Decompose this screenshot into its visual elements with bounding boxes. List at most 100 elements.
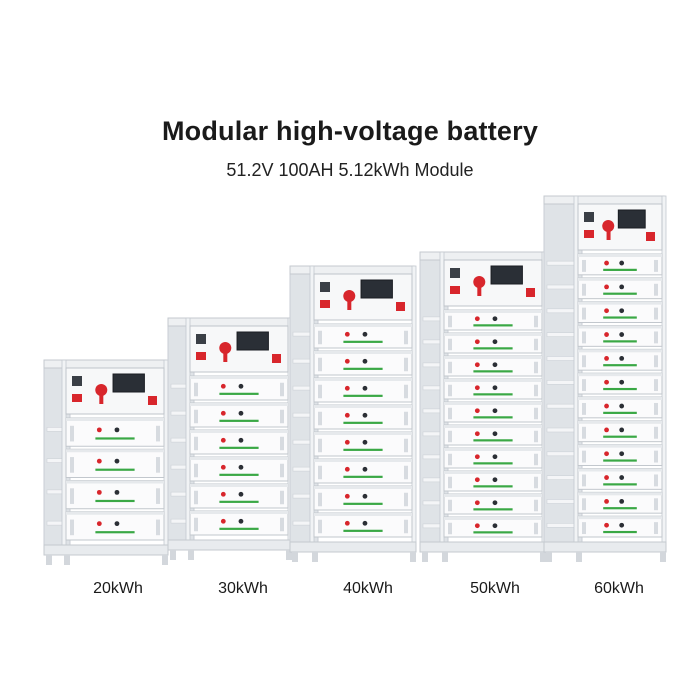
battery-module: [313, 512, 413, 538]
control-display: [360, 279, 393, 299]
module-handle: [280, 436, 284, 451]
module-handle: [448, 430, 452, 443]
battery-rack-20kwh: [43, 359, 169, 565]
gsl-energy-logo: [603, 364, 637, 367]
capacity-label-60kwh: 60kWh: [594, 580, 644, 597]
module-handle: [404, 357, 408, 372]
rack-rail: [546, 403, 579, 409]
page-subtitle: 51.2V 100AH 5.12kWh Module: [226, 160, 474, 180]
module-handle: [654, 474, 658, 487]
connector-port: [196, 334, 206, 344]
module-edge: [190, 430, 288, 433]
module-handle: [654, 402, 658, 415]
module-handle: [194, 463, 198, 478]
gsl-energy-logo: [219, 446, 259, 449]
module-handle: [654, 379, 658, 392]
battery-module: [189, 456, 289, 482]
battery-module: [189, 429, 289, 455]
rack-base: [419, 541, 547, 553]
module-handle: [582, 355, 586, 368]
rack-foot: [576, 552, 582, 562]
control-display: [236, 331, 269, 351]
module-terminal-negative: [362, 385, 368, 391]
module-handle: [404, 492, 408, 507]
module-terminal-negative: [114, 521, 120, 527]
module-edge: [190, 484, 288, 487]
battery-module: [65, 511, 165, 541]
rack-foot: [660, 552, 666, 562]
module-edge: [314, 513, 412, 516]
module-edge: [444, 402, 542, 405]
gsl-energy-logo: [603, 387, 637, 391]
module-terminal-positive: [604, 522, 609, 528]
battery-module: [313, 404, 413, 430]
module-terminal-negative: [619, 451, 625, 457]
gsl-energy-logo: [473, 485, 513, 488]
page-title: Modular high-voltage battery: [161, 116, 539, 146]
capacity-label-40kwh: 40kWh: [343, 580, 393, 597]
module-terminal-negative: [492, 362, 498, 368]
module-handle: [318, 465, 322, 480]
module-handle: [280, 517, 284, 532]
rack-foot: [46, 555, 52, 565]
battery-module: [65, 480, 165, 510]
gsl-energy-logo: [473, 324, 513, 327]
module-handle: [194, 490, 198, 505]
module-terminal-negative: [362, 331, 368, 337]
module-handle: [582, 498, 586, 511]
connector-port: [646, 232, 655, 241]
module-edge: [578, 301, 662, 305]
module-edge: [314, 324, 412, 327]
connector-port: [584, 230, 594, 238]
connector-port: [196, 352, 206, 360]
gsl-energy-logo: [95, 531, 135, 534]
connector-port: [72, 394, 82, 402]
battery-module: [189, 402, 289, 428]
module-handle: [194, 517, 198, 532]
module-terminal-negative: [238, 518, 244, 524]
rack-top-cap: [419, 251, 545, 261]
rack-rail: [546, 427, 579, 433]
gsl-energy-logo: [473, 416, 513, 419]
battery-module: [313, 458, 413, 484]
connector-port: [320, 300, 330, 308]
rack-rail: [546, 380, 579, 385]
module-handle: [318, 357, 322, 372]
module-terminal-negative: [492, 523, 498, 529]
module-terminal-negative: [362, 520, 368, 526]
rack-rail: [546, 356, 579, 361]
module-handle: [318, 492, 322, 507]
module-terminal-negative: [619, 403, 625, 409]
module-terminal-positive: [220, 491, 226, 497]
module-handle: [404, 384, 408, 399]
module-handle: [534, 361, 538, 374]
module-handle: [318, 519, 322, 534]
rack-foot: [292, 552, 298, 562]
module-handle: [318, 330, 322, 345]
battery-module: [313, 323, 413, 349]
module-handle: [534, 453, 538, 466]
module-terminal-negative: [492, 477, 498, 483]
module-handle: [194, 382, 198, 397]
module-handle: [448, 499, 452, 512]
module-terminal-negative: [362, 412, 368, 418]
module-edge: [66, 418, 164, 421]
rack-foot: [312, 552, 318, 562]
breaker-handle: [347, 296, 352, 310]
rack-top-cap: [289, 265, 415, 275]
gsl-energy-logo: [473, 370, 513, 373]
module-terminal-positive: [604, 427, 609, 433]
gsl-energy-logo: [219, 527, 259, 530]
module-edge: [578, 254, 662, 257]
gsl-energy-logo: [95, 437, 135, 440]
module-handle: [582, 283, 586, 296]
module-edge: [314, 459, 412, 462]
battery-module: [313, 431, 413, 457]
rack-foot: [170, 550, 176, 560]
module-handle: [582, 474, 586, 487]
module-terminal-positive: [474, 431, 480, 437]
module-terminal-positive: [344, 331, 350, 337]
battery-rack-30kwh: [167, 317, 293, 560]
battery-rack-60kwh: [543, 195, 667, 562]
